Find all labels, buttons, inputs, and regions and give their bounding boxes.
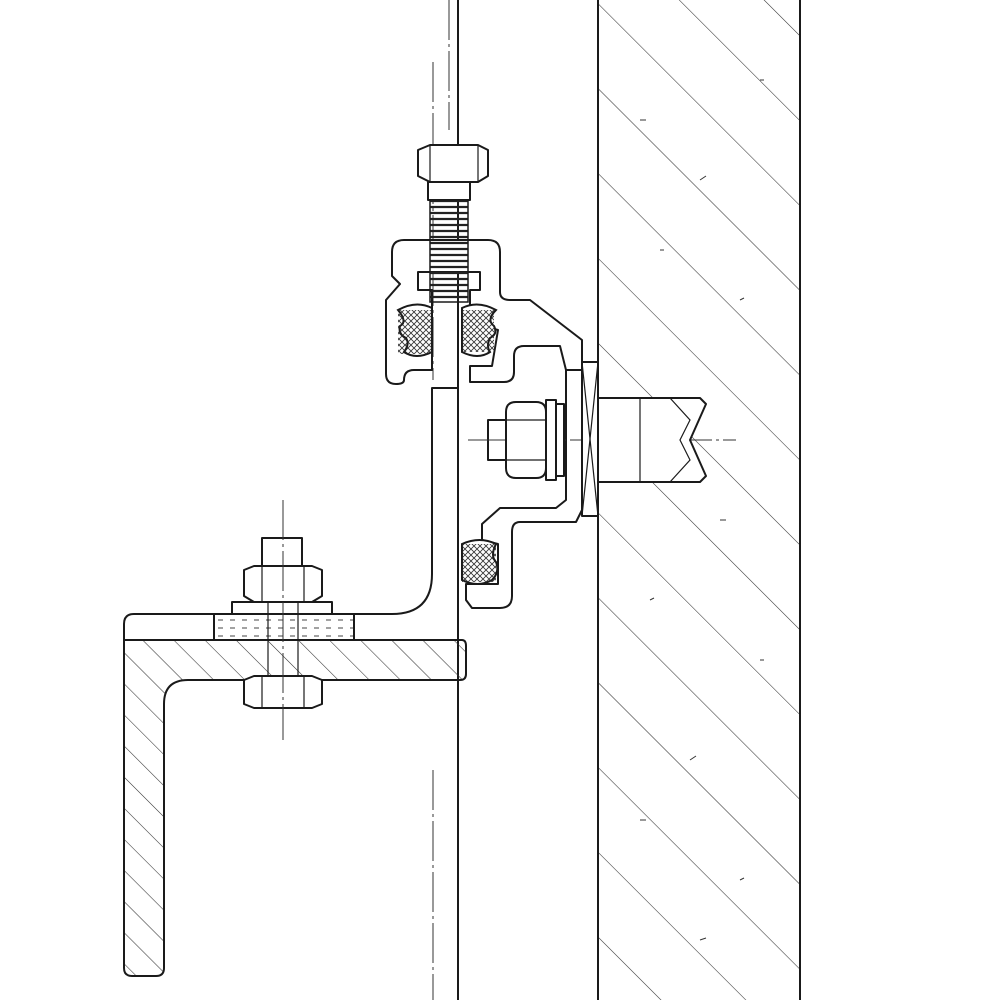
- adjustment-bolt: [417, 0, 489, 303]
- shim-pad: [581, 361, 599, 517]
- rubber-gasket: [396, 303, 499, 585]
- hex-nut: [505, 401, 547, 479]
- expansion-sleeve: [597, 397, 707, 483]
- concrete-wall: [597, 0, 801, 1000]
- bolt-nut-washer-assembly: [213, 500, 355, 740]
- washer: [545, 399, 565, 481]
- angle-steel-support: [123, 387, 467, 977]
